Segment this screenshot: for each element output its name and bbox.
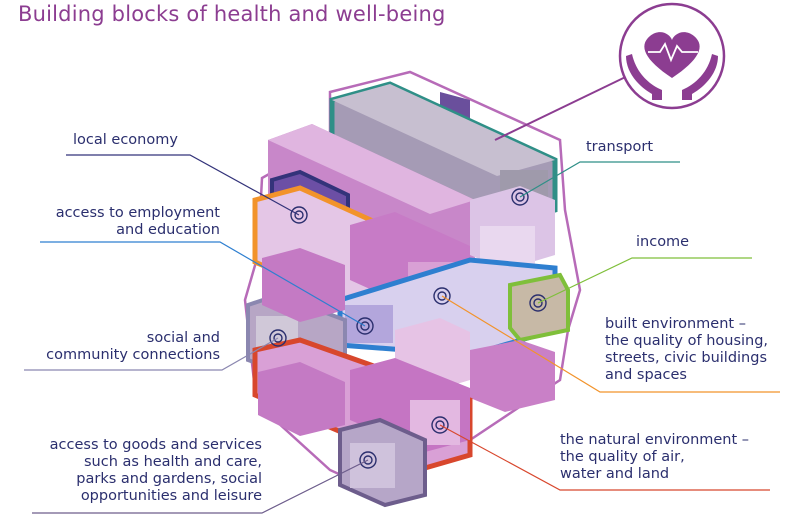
leader-income (537, 257, 752, 304)
leader-transport (519, 161, 680, 198)
block-lower-pink (262, 248, 345, 322)
block-pink-slab-top (268, 124, 475, 214)
heart-in-hands-icon (494, 2, 726, 141)
label-employment: access to employment and education (55, 205, 220, 238)
leader-social (24, 337, 279, 371)
block-lower-right (470, 340, 555, 412)
diagram-title: Building blocks of health and well-being (18, 2, 446, 26)
block-left-lower-pink (258, 362, 345, 436)
label-transport: transport (586, 139, 653, 155)
label-local-economy: local economy (73, 132, 178, 148)
leader-built-environment (441, 295, 780, 393)
leader-local-economy (66, 154, 300, 216)
leader-employment (40, 241, 366, 327)
block-top-slab-face (332, 84, 555, 176)
label-social: social and community connections (46, 330, 220, 363)
label-goods-services: access to goods and services such as hea… (49, 437, 262, 504)
label-natural-environment: the natural environment – the quality of… (560, 432, 750, 482)
spiral-markers (269, 188, 547, 469)
label-income: income (636, 234, 690, 250)
leader-goods-services (32, 459, 369, 514)
leader-lines (24, 154, 780, 514)
leader-natural-environment (439, 424, 770, 491)
label-built-environment: built environment – the quality of housi… (605, 316, 769, 383)
